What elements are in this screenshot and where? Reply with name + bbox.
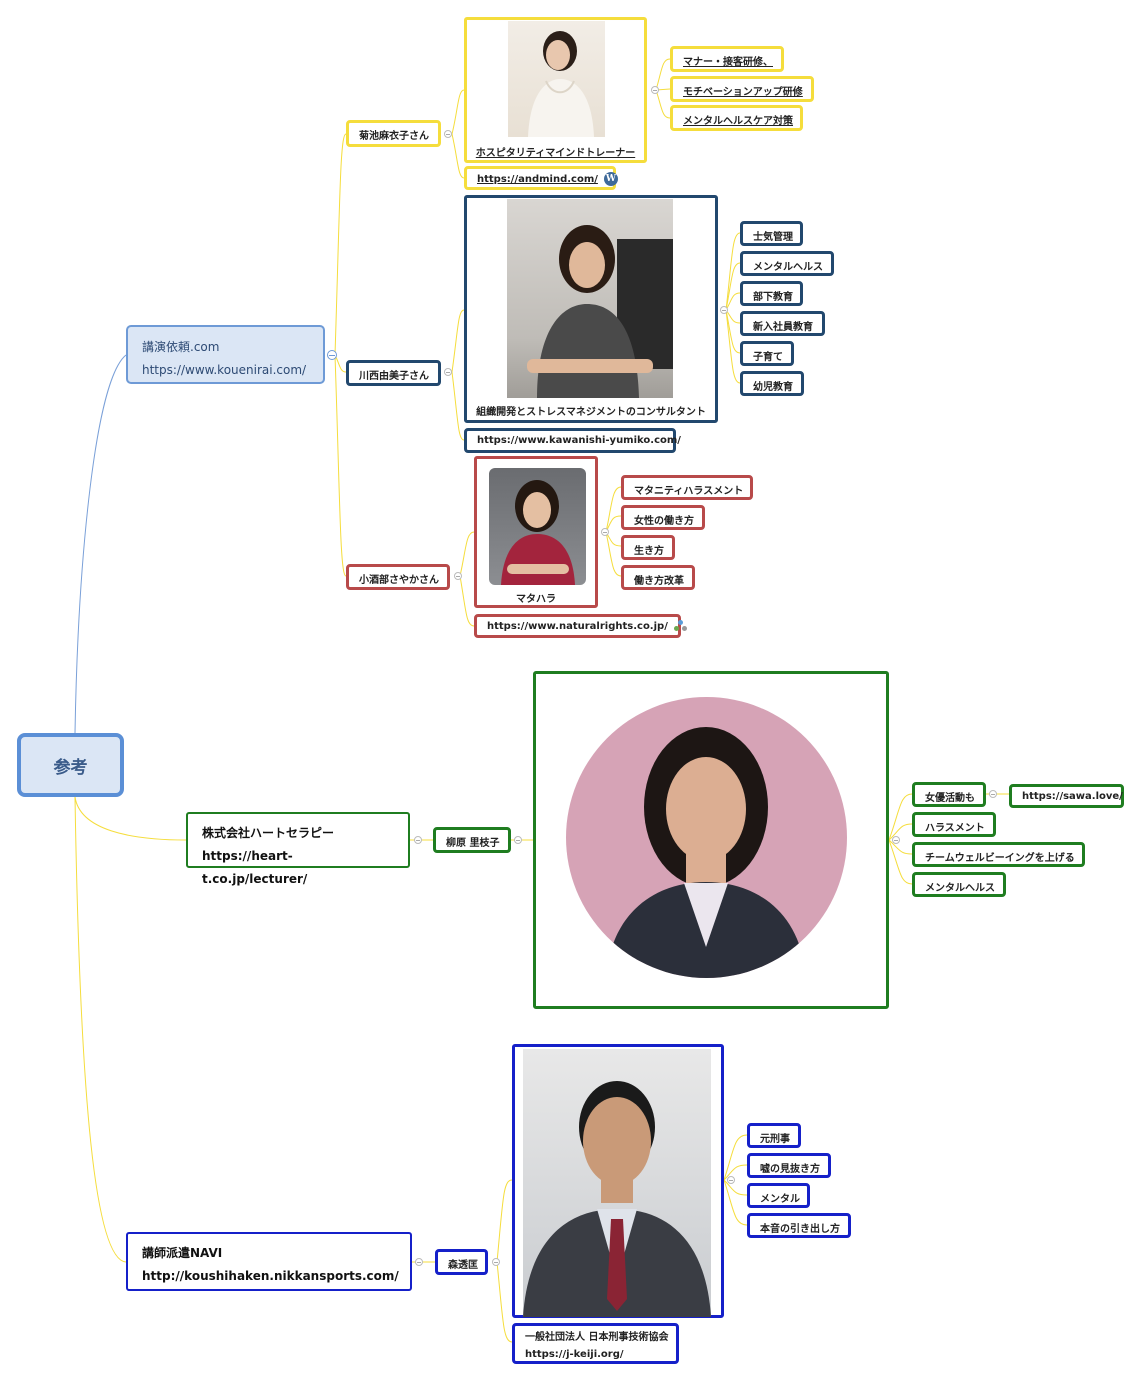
category-heart-url[interactable]: https://heart-t.co.jp/lecturer/ [202, 849, 308, 886]
collapse-toggle[interactable] [989, 790, 997, 798]
category-heart-therapy[interactable]: 株式会社ハートセラピー https://heart-t.co.jp/lectur… [186, 812, 410, 886]
speaker-osakabe-label: 小酒部さやかさん [359, 575, 439, 586]
topic-node[interactable]: 女優活動も [912, 782, 986, 807]
topic-node[interactable]: 幼児教育 [740, 371, 804, 396]
collapse-toggle[interactable] [414, 836, 422, 844]
category-koushi-navi[interactable]: 講師派遣NAVI http://koushihaken.nikkansports… [126, 1232, 412, 1291]
speaker-kikuchi-url-text[interactable]: https://andmind.com/ [477, 174, 598, 185]
topic-node[interactable]: 子育て [740, 341, 794, 366]
speaker-yanagihara-label: 柳原 里枝子 [446, 838, 500, 849]
root-label: 参考 [53, 757, 88, 778]
speaker-kawanishi-url-text[interactable]: https://www.kawanishi-yumiko.com/ [477, 435, 681, 446]
speaker-kikuchi-card[interactable]: ホスピタリティマインドトレーナー [464, 17, 647, 163]
collapse-toggle[interactable] [727, 1176, 735, 1184]
category-koenirai-name: 講演依頼.com [142, 340, 220, 354]
topic-node[interactable]: マタニティハラスメント [621, 475, 753, 500]
speaker-mori-org-name: 一般社団法人 日本刑事技術協会 [525, 1332, 669, 1343]
topic-node[interactable]: 生き方 [621, 535, 675, 560]
collapse-toggle[interactable] [892, 836, 900, 844]
topic-node[interactable]: 女性の働き方 [621, 505, 705, 530]
topic-node[interactable]: 本音の引き出し方 [747, 1213, 851, 1238]
topic-node[interactable]: 士気管理 [740, 221, 803, 246]
speaker-osakabe-card[interactable]: マタハラ [474, 456, 598, 608]
topic-node[interactable]: 新入社員教育 [740, 311, 825, 336]
speaker-mori-org-url[interactable]: https://j-keiji.org/ [525, 1349, 624, 1360]
topic-node[interactable]: メンタルヘルス [912, 872, 1006, 897]
speaker-kikuchi-url[interactable]: https://andmind.com/W [464, 166, 618, 190]
speaker-mori-label: 森透匡 [448, 1260, 478, 1271]
speaker-mori-org[interactable]: 一般社団法人 日本刑事技術協会 https://j-keiji.org/ [512, 1323, 679, 1364]
speaker-kikuchi-photo [508, 21, 605, 137]
topic-node[interactable]: メンタル [747, 1183, 810, 1208]
collapse-toggle[interactable] [601, 528, 609, 536]
speaker-osakabe-url[interactable]: https://www.naturalrights.co.jp/ [474, 614, 687, 638]
speaker-kikuchi-label: 菊池麻衣子さん [359, 131, 429, 142]
collapse-toggle[interactable] [415, 1258, 423, 1266]
collapse-toggle[interactable] [444, 130, 452, 138]
topic-node[interactable]: 部下教育 [740, 281, 803, 306]
speaker-mori[interactable]: 森透匡 [435, 1249, 488, 1275]
topic-node[interactable]: 嘘の見抜き方 [747, 1153, 831, 1178]
site-favicon-icon [673, 620, 688, 632]
speaker-kawanishi-label: 川西由美子さん [359, 371, 429, 382]
category-koenirai-url[interactable]: https://www.kouenirai.com/ [142, 363, 307, 377]
category-heart-name: 株式会社ハートセラピー [202, 826, 335, 840]
speaker-osakabe-url-text[interactable]: https://www.naturalrights.co.jp/ [487, 621, 668, 632]
collapse-toggle[interactable] [327, 350, 337, 360]
speaker-mori-card[interactable] [512, 1044, 724, 1318]
speaker-kawanishi-photo [507, 199, 673, 398]
topic-node[interactable]: モチベーションアップ研修 [670, 76, 814, 102]
speaker-osakabe[interactable]: 小酒部さやかさん [346, 564, 450, 590]
speaker-kawanishi[interactable]: 川西由美子さん [346, 360, 441, 386]
topic-node[interactable]: マナー・接客研修、 [670, 46, 784, 72]
topic-node[interactable]: 元刑事 [747, 1123, 801, 1148]
speaker-osakabe-photo [489, 468, 586, 585]
speaker-kikuchi[interactable]: 菊池麻衣子さん [346, 120, 441, 147]
speaker-kawanishi-title: 組織開発とストレスマネジメントのコンサルタント [476, 407, 706, 418]
topic-node[interactable]: ハラスメント [912, 812, 996, 837]
speaker-yanagihara-photo [566, 697, 847, 978]
topic-node[interactable]: メンタルヘルス [740, 251, 834, 276]
collapse-toggle[interactable] [444, 368, 452, 376]
speaker-yanagihara-card[interactable] [533, 671, 889, 1009]
speaker-mori-photo [523, 1049, 711, 1317]
speaker-kikuchi-title: ホスピタリティマインドトレーナー [475, 148, 636, 159]
category-navi-name: 講師派遣NAVI [142, 1246, 223, 1260]
speaker-yanagihara[interactable]: 柳原 里枝子 [433, 827, 511, 853]
collapse-toggle[interactable] [454, 572, 462, 580]
topic-node[interactable]: チームウェルビーイングを上げる [912, 842, 1085, 867]
collapse-toggle[interactable] [651, 86, 659, 94]
root-topic[interactable]: 参考 [17, 733, 124, 797]
speaker-kawanishi-card[interactable]: 組織開発とストレスマネジメントのコンサルタント [464, 195, 718, 423]
speaker-kawanishi-url[interactable]: https://www.kawanishi-yumiko.com/ [464, 428, 681, 453]
topic-node[interactable]: 働き方改革 [621, 565, 695, 590]
collapse-toggle[interactable] [492, 1258, 500, 1266]
topic-node[interactable]: メンタルヘルスケア対策 [670, 105, 803, 131]
category-koenirai[interactable]: 講演依頼.com https://www.kouenirai.com/ [126, 325, 325, 384]
speaker-osakabe-title: マタハラ [516, 594, 556, 605]
category-navi-url[interactable]: http://koushihaken.nikkansports.com/ [142, 1269, 399, 1283]
collapse-toggle[interactable] [720, 306, 728, 314]
collapse-toggle[interactable] [514, 836, 522, 844]
topic-link-sawa[interactable]: https://sawa.love/ [1009, 784, 1124, 808]
wordpress-icon: W [603, 172, 618, 186]
